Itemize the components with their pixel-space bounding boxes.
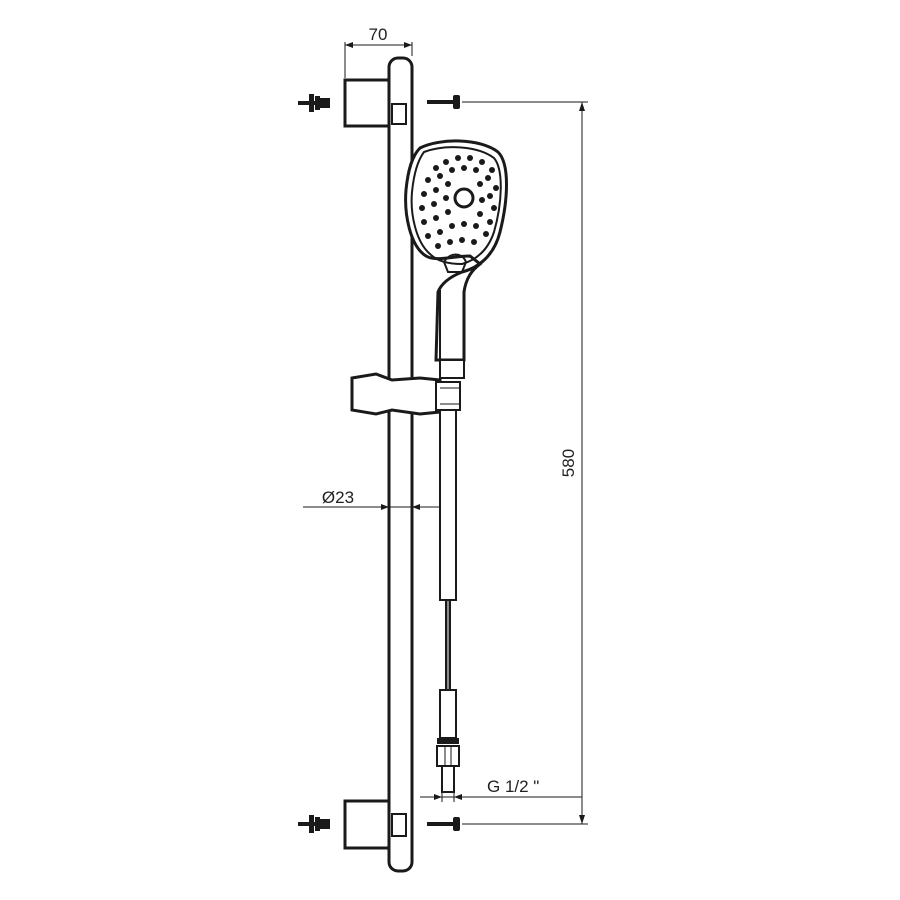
bottom-wall-bracket bbox=[343, 799, 407, 850]
sliding-holder bbox=[350, 372, 461, 416]
bottom-wall-plug-icon bbox=[298, 815, 330, 833]
spray-selector-icon bbox=[453, 187, 475, 209]
dimension-bracket-width: 70 bbox=[344, 25, 413, 78]
slide-rail bbox=[387, 56, 414, 873]
bottom-screw-icon bbox=[427, 817, 460, 831]
shower-hose bbox=[436, 409, 460, 793]
top-wall-plug-icon bbox=[298, 94, 330, 112]
spray-nozzles bbox=[419, 155, 499, 249]
top-wall-bracket bbox=[343, 78, 407, 128]
dimension-rail-length: 580 bbox=[462, 101, 588, 825]
rail-diameter-label: Ø23 bbox=[322, 488, 354, 507]
top-screw-icon bbox=[427, 95, 460, 109]
hand-shower bbox=[404, 139, 508, 379]
bracket-width-label: 70 bbox=[369, 25, 388, 44]
dimension-rail-diameter: Ø23 bbox=[303, 488, 440, 510]
rail-length-label: 580 bbox=[559, 449, 578, 477]
dimension-hose-connection: G 1/2 " bbox=[420, 777, 582, 802]
hose-connection-label: G 1/2 " bbox=[487, 777, 539, 796]
